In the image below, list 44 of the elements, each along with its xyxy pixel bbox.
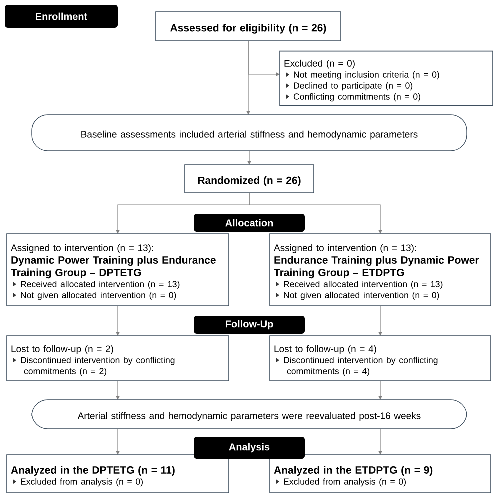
section-label — [194, 316, 305, 334]
section-label — [5, 5, 118, 28]
process-box — [270, 336, 492, 382]
heading-text: Excluded (n = 0) — [284, 60, 355, 69]
body-text: Arterial stiffness and hemodynamic parameters were reevaluated post-16 weeks — [78, 412, 421, 422]
heading-text: Assigned to intervention (n = 13): — [274, 244, 416, 254]
bullet-text: Excluded from analysis (n = 0) — [21, 478, 143, 487]
bullet-text: Not meeting inclusion criteria (n = 0) — [294, 71, 440, 80]
bullet-text: Conflicting commitments (n = 0) — [294, 93, 420, 102]
heading-text: Analyzed in the ETDPTG (n = 9) — [274, 466, 433, 476]
heading-text: Analyzed in the DPTETG (n = 11) — [11, 466, 175, 476]
heading-text: Dynamic Power Training plus Endurance Training Group – DPTETG — [11, 256, 216, 279]
heading-text: Assessed for eligibility (n = 26) — [170, 24, 326, 34]
label-text: Enrollment — [36, 12, 88, 20]
section-label — [194, 214, 305, 232]
bullet-text: Not given allocated intervention (n = 0) — [284, 292, 440, 300]
process-box — [270, 454, 492, 494]
label-text: Allocation — [226, 219, 274, 227]
process-box — [280, 50, 494, 106]
bullet-text: Not given allocated intervention (n = 0) — [21, 292, 176, 300]
process-box — [6, 454, 230, 494]
bullet-text: Excluded from analysis (n = 0) — [284, 478, 406, 487]
bullet-text: Received allocated intervention (n = 13) — [21, 280, 180, 290]
process-box — [6, 336, 230, 382]
section-label — [194, 437, 305, 459]
rounded-box — [32, 400, 468, 430]
heading-text: Assigned to intervention (n = 13): — [11, 244, 154, 254]
rounded-box — [32, 114, 468, 152]
process-box — [156, 12, 342, 42]
heading-text: Lost to follow-up (n = 2) — [12, 345, 114, 354]
arrow — [249, 192, 383, 234]
label-text: Analysis — [229, 443, 270, 453]
heading-text: Randomized (n = 26) — [198, 176, 301, 186]
process-box — [270, 234, 492, 306]
bullet-text: Discontinued intervention by conflicting commitments (n = 2) — [21, 356, 175, 376]
bullet-text: Discontinued intervention by conflicting commitments (n = 4) — [284, 356, 438, 376]
label-text: Follow-Up — [226, 320, 274, 330]
process-box — [184, 164, 314, 194]
bullet-text: Received allocated intervention (n = 13) — [284, 280, 443, 290]
heading-text: Lost to follow-up (n = 4) — [274, 345, 376, 354]
body-text: Baseline assessments included arterial stiffness and hemodynamic parameters — [82, 130, 418, 140]
heading-text: Endurance Training plus Dynamic Power Training Group – ETDPTG — [274, 256, 480, 279]
process-box — [6, 234, 230, 306]
bullet-text: Declined to participate (n = 0) — [294, 82, 413, 91]
